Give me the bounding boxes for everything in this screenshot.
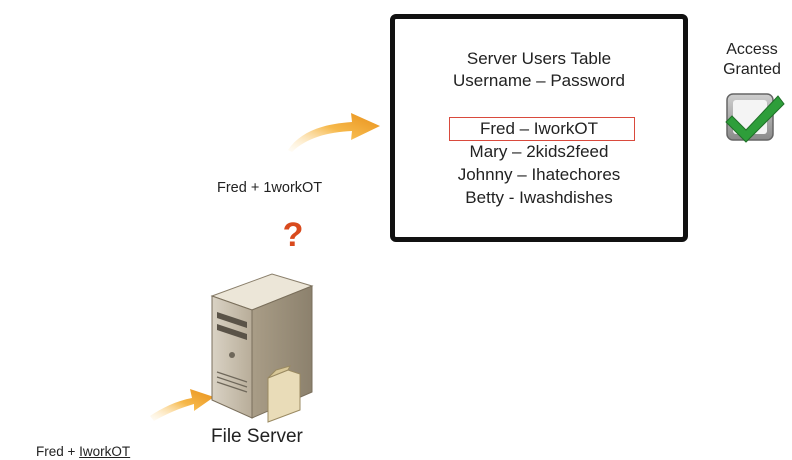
table-subtitle: Username – Password <box>453 71 625 90</box>
table-row: Betty - Iwashdishes <box>465 188 613 207</box>
check-icon <box>725 93 785 143</box>
server-users-table: Server Users Table Username – Password F… <box>390 14 688 242</box>
client-username: Fred + <box>36 444 80 459</box>
access-line-2: Granted <box>723 61 781 78</box>
question-icon: ? <box>283 216 304 254</box>
access-granted-label: Access Granted <box>712 40 792 80</box>
table-title: Server Users Table <box>466 49 612 68</box>
table-row: Mary – 2kids2feed <box>469 142 609 161</box>
folder-icon <box>267 365 301 423</box>
client-password: IworkOT <box>79 444 131 459</box>
server-icon <box>210 273 314 423</box>
server-caption: File Server <box>211 426 303 447</box>
request-credentials-label: Fred + 1workOT <box>217 180 323 196</box>
svg-text:?: ? <box>283 216 304 254</box>
table-row: Fred – IworkOT <box>479 119 599 138</box>
client-credentials-label: Fred + IworkOT <box>36 444 130 459</box>
table-row: Johnny – Ihatechores <box>457 165 621 184</box>
arrow-icon <box>150 389 214 421</box>
access-line-1: Access <box>726 41 778 58</box>
arrow-icon <box>288 113 380 152</box>
matched-row-highlight <box>449 117 635 141</box>
